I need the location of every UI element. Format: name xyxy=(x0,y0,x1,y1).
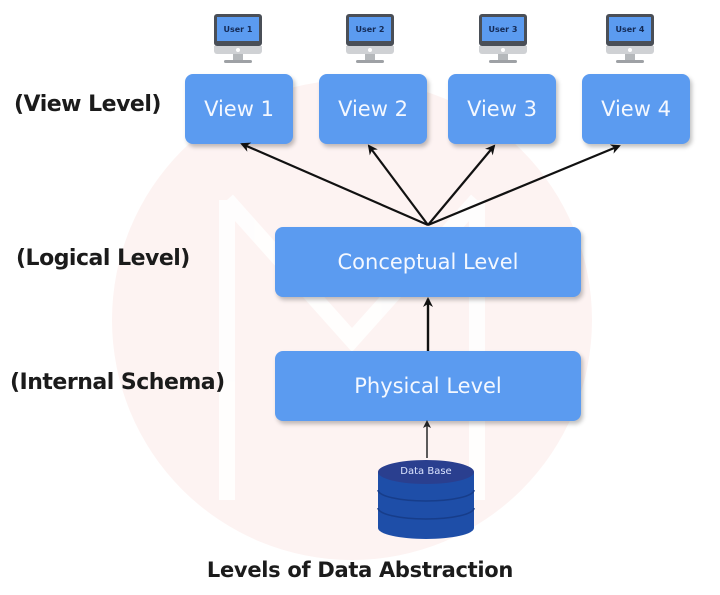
user-1-label: User 1 xyxy=(217,17,259,41)
user-3-label: User 3 xyxy=(482,17,524,41)
internal-schema-label: (Internal Schema) xyxy=(10,370,225,395)
conceptual-level-box: Conceptual Level xyxy=(275,227,581,297)
view-1-box: View 1 xyxy=(185,74,293,144)
physical-level-box: Physical Level xyxy=(275,351,581,421)
diagram-title: Levels of Data Abstraction xyxy=(206,558,514,582)
user-1-monitor-icon: User 1 xyxy=(212,8,264,66)
logical-level-label: (Logical Level) xyxy=(16,246,190,271)
arrow-to-view-1 xyxy=(240,142,429,227)
arrow-to-view-4 xyxy=(427,144,621,227)
view-2-box: View 2 xyxy=(319,74,427,144)
view-3-box: View 3 xyxy=(448,74,556,144)
view-4-box: View 4 xyxy=(582,74,690,144)
user-2-label: User 2 xyxy=(349,17,391,41)
user-4-monitor-icon: User 4 xyxy=(604,8,656,66)
user-2-monitor-icon: User 2 xyxy=(344,8,396,66)
database-label: Data Base xyxy=(400,466,452,477)
user-4-label: User 4 xyxy=(609,17,651,41)
arrow-to-view-2 xyxy=(367,144,429,226)
user-3-monitor-icon: User 3 xyxy=(477,8,529,66)
background-watermark-circle xyxy=(112,80,592,560)
view-level-label: (View Level) xyxy=(14,92,161,117)
database-icon: Data Base xyxy=(376,458,476,540)
arrow-to-view-3 xyxy=(427,144,496,226)
